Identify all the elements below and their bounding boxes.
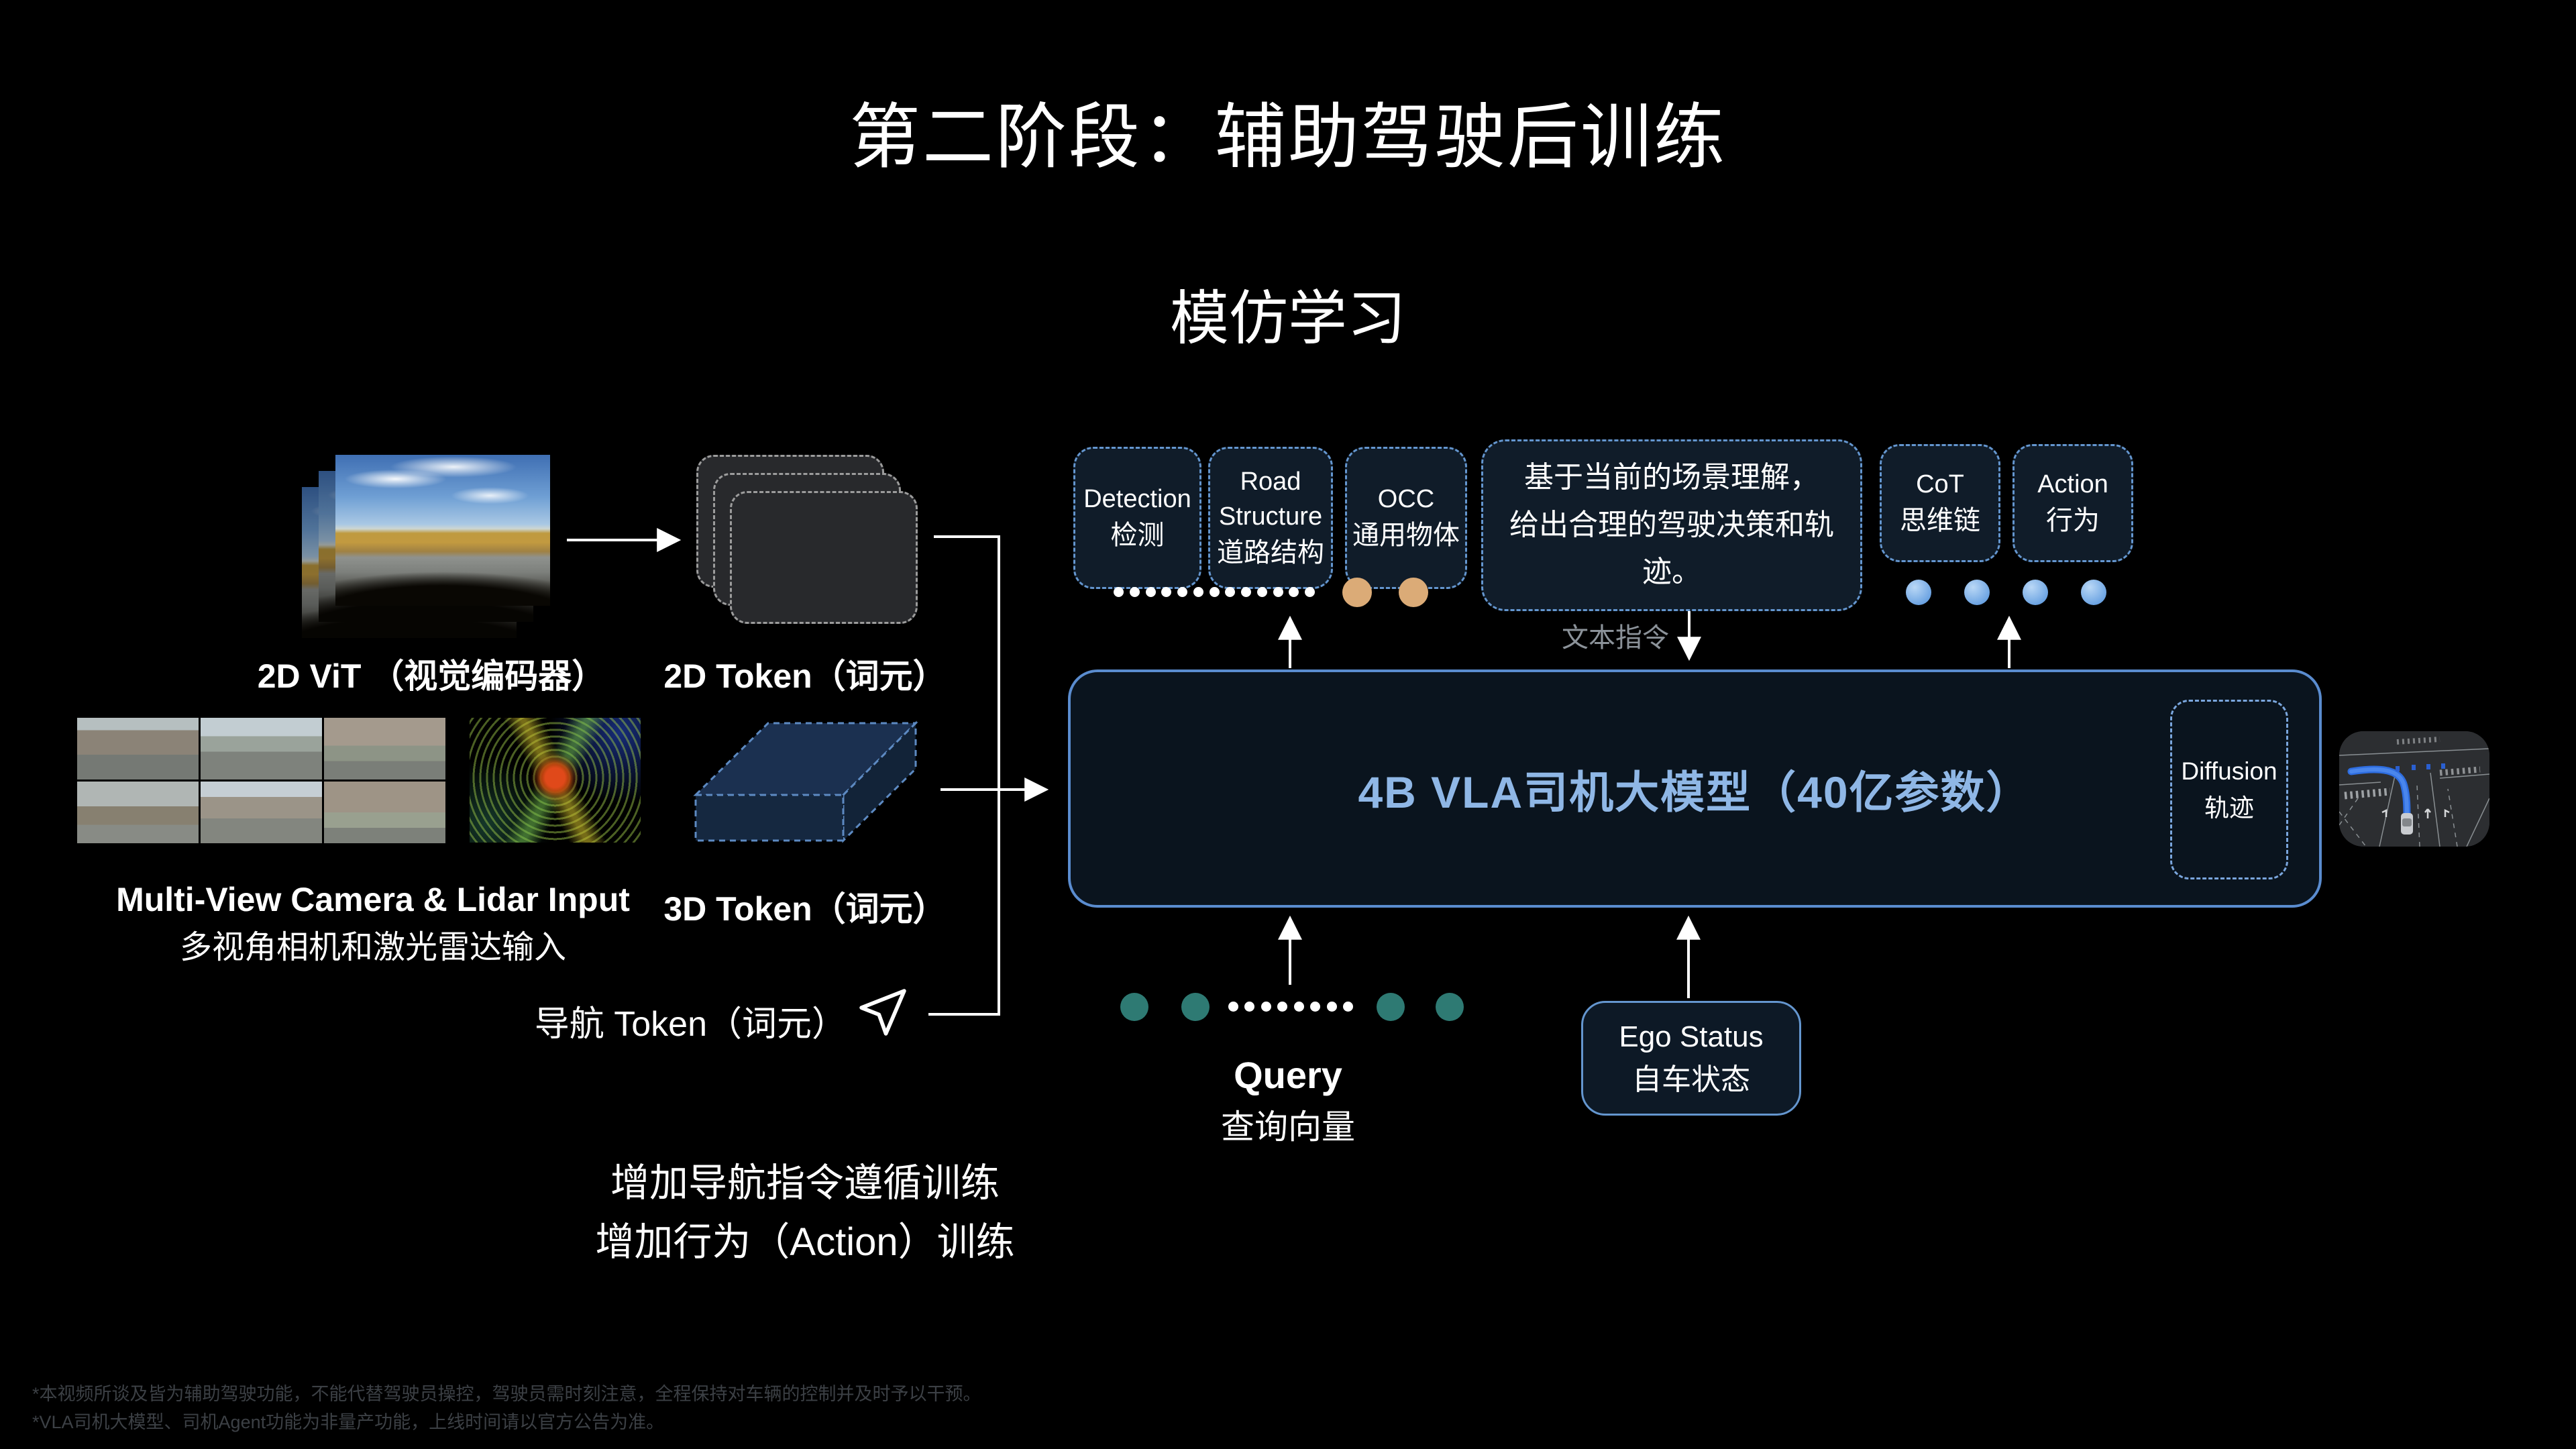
token-dot — [1193, 587, 1203, 597]
road-structure-box: Road Structure 道路结构 — [1208, 447, 1333, 589]
detection-label-zh: 检测 — [1110, 520, 1165, 550]
token-dot — [1260, 1002, 1271, 1012]
camera-view-image — [77, 782, 199, 843]
token-dot — [1342, 1002, 1353, 1012]
navigation-arrow-icon — [859, 989, 906, 1036]
token-dot — [1209, 587, 1220, 597]
token-dot — [1177, 587, 1187, 597]
detection-box: Detection 检测 — [1073, 447, 1201, 589]
multiview-label-zh: 多视角相机和激光雷达输入 — [179, 930, 566, 965]
token-3d-label: 3D Token（词元） — [663, 890, 947, 928]
training-note-2: 增加行为（Action）训练 — [595, 1220, 1015, 1264]
diffusion-label-zh: 轨迹 — [2204, 794, 2254, 822]
query-dots-white — [1228, 1002, 1353, 1012]
footnote-line-1: *本视频所谈及皆为辅助驾驶功能，不能代替驾驶员操控，驾驶员需时刻注意，全程保持对… — [32, 1384, 981, 1404]
occ-box: OCC 通用物体 — [1345, 447, 1467, 589]
camera-image-stack — [302, 455, 551, 639]
cot-label-zh: 思维链 — [1900, 505, 1980, 535]
camera-view-image — [201, 782, 322, 843]
text-command-label: 文本指令 — [1562, 623, 1669, 653]
road-structure-label-zh: 道路结构 — [1217, 537, 1324, 568]
token-dot — [1114, 587, 1124, 597]
token-dot — [1310, 1002, 1321, 1012]
camera-view-image — [77, 718, 199, 780]
lidar-pointcloud-image — [470, 718, 641, 843]
vla-model-title: 4B VLA司机大模型（40亿参数） — [1358, 767, 2032, 817]
token-dot — [1436, 993, 1464, 1021]
multiview-camera-grid — [77, 718, 445, 843]
token-dot — [1277, 1002, 1288, 1012]
multiview-label-en: Multi-View Camera & Lidar Input — [116, 881, 630, 918]
token-dot — [1241, 587, 1251, 597]
token-dot — [1377, 993, 1405, 1021]
output-token-dots-tan — [1342, 578, 1428, 607]
camera-view-image — [324, 782, 445, 843]
token-dot — [1906, 580, 1931, 605]
page-subtitle: 模仿学习 — [1169, 285, 1406, 352]
token-dot — [1228, 1002, 1238, 1012]
footnote-line-2: *VLA司机大模型、司机Agent功能为非量产功能，上线时间请以官方公告为准。 — [32, 1412, 665, 1432]
token-dot — [2081, 580, 2106, 605]
token-dot — [1225, 587, 1236, 597]
token-dot — [1244, 1002, 1255, 1012]
token-dot — [1342, 578, 1372, 607]
token-dot — [1161, 587, 1172, 597]
road-structure-label-en: Road Structure — [1218, 467, 1323, 531]
diffusion-label-en: Diffusion — [2181, 757, 2277, 785]
cot-label-en: CoT — [1916, 470, 1964, 499]
token-dot — [1181, 993, 1210, 1021]
token-dot — [1293, 1002, 1304, 1012]
occ-label-zh: 通用物体 — [1352, 520, 1460, 550]
diffusion-box: Diffusion 轨迹 — [2170, 700, 2288, 879]
action-label-en: Action — [2037, 470, 2108, 499]
page-title: 第二阶段：辅助驾驶后训练 — [849, 98, 1727, 177]
query-label-en: Query — [1234, 1054, 1342, 1096]
token-dot — [1326, 1002, 1337, 1012]
ego-status-label-zh: 自车状态 — [1632, 1063, 1750, 1096]
token-dot — [1120, 993, 1148, 1021]
camera-image — [335, 455, 550, 606]
occ-label-en: OCC — [1377, 485, 1435, 514]
token-dot — [1129, 587, 1140, 597]
nav-token-label: 导航 Token（词元） — [534, 1005, 847, 1044]
action-box: Action 行为 — [2012, 444, 2133, 562]
ego-status-label-en: Ego Status — [1619, 1020, 1764, 1053]
token-dot — [1305, 587, 1315, 597]
token-dot — [1256, 587, 1267, 597]
token-dot — [1273, 587, 1283, 597]
camera-view-image — [201, 718, 322, 780]
trajectory-image — [2339, 731, 2489, 847]
ego-status-box: Ego Status 自车状态 — [1581, 1001, 1801, 1116]
token-2d-stack — [696, 455, 918, 624]
token-dot — [1964, 580, 1990, 605]
training-note-1: 增加导航指令遵循训练 — [610, 1161, 1000, 1205]
token-dot — [2023, 580, 2048, 605]
vla-model-box: 4B VLA司机大模型（40亿参数） — [1068, 669, 2322, 908]
token-3d-slab — [693, 720, 918, 843]
scene-understanding-box: 基于当前的场景理解， 给出合理的驾驶决策和轨迹。 — [1481, 439, 1862, 611]
action-label-zh: 行为 — [2046, 505, 2100, 535]
token-2d-rect — [730, 491, 918, 624]
query-dots-teal-left — [1120, 993, 1210, 1021]
token-2d-label: 2D Token（词元） — [663, 657, 947, 695]
token-dot — [1145, 587, 1156, 597]
cot-action-token-dots-blue — [1906, 580, 2106, 605]
cot-box: CoT 思维链 — [1880, 444, 2000, 562]
query-dots-teal-right — [1377, 993, 1464, 1021]
token-dot — [1289, 587, 1299, 597]
vit-label: 2D ViT （视觉编码器） — [257, 657, 606, 695]
token-dot — [1399, 578, 1428, 607]
camera-view-image — [324, 718, 445, 780]
query-label-zh: 查询向量 — [1221, 1108, 1355, 1146]
detection-label-en: Detection — [1083, 485, 1191, 514]
output-token-dots-white — [1114, 587, 1315, 597]
